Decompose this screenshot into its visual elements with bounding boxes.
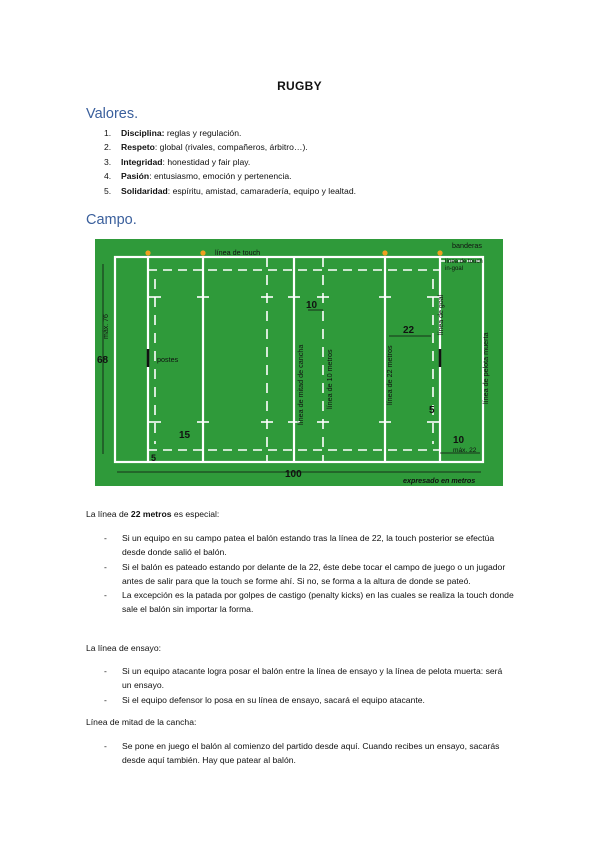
label-touch-ingoal-2: in-goal [445,266,463,272]
label-banderas: banderas [452,241,482,250]
flags [145,250,443,256]
list-item: Si el equipo defensor lo posa en su líne… [104,693,514,708]
label-100: 100 [285,469,302,480]
list-item: La excepción es la patada por golpes de … [104,588,514,617]
values-list: 1.Disciplina: reglas y regulación. 2.Res… [104,126,356,198]
field-heading: Campo. [86,212,137,228]
section-mitad-intro: Línea de mitad de la cancha: [86,717,197,727]
label-max22: máx. 22 [453,447,477,454]
label-linea-pelota: línea de pelota muerta [481,332,490,404]
label-68: 68 [97,355,109,366]
label-5-right: 5 [429,405,435,416]
section-ensayo-list: Si un equipo atacante logra posar el bal… [104,664,514,707]
label-touch-ingoal-1: línea de touch [445,259,483,265]
label-22: 22 [403,325,415,336]
list-item: Si un equipo atacante logra posar el bal… [104,664,514,693]
section-mitad-list: Se pone en juego el balón al comienzo de… [104,739,514,768]
label-5-left: 5 [151,453,156,463]
page-title: RUGBY [277,79,322,93]
label-linea-touch: línea de touch [215,248,260,257]
list-item: Si un equipo en su campo patea el balón … [104,531,514,560]
list-item: 3.Integridad: honestidad y fair play. [104,156,251,167]
list-item: 5.Solidaridad: espíritu, amistad, camara… [104,185,357,196]
grass [95,239,503,486]
list-item: 1.Disciplina: reglas y regulación. [104,128,242,138]
label-linea-goal: línea de goal [438,294,445,335]
values-heading: Valores. [86,106,139,122]
label-linea-mitad: línea de mitad de cancha [296,345,305,425]
label-10-bottom: 10 [453,435,465,446]
list-item: Se pone en juego el balón al comienzo de… [104,739,514,768]
label-linea-22: línea de 22 metros [385,345,394,405]
list-item: Si el balón es pateado estando por delan… [104,560,514,589]
label-linea-10: línea de 10 metros [325,349,334,409]
label-expresado: expresado en metros [403,476,475,485]
label-postes: postes [157,355,179,364]
section-ensayo-intro: La línea de ensayo: [86,643,162,653]
fifteen-metre-marks [148,296,440,423]
label-max76: máx. 76 [103,314,110,339]
label-10-top: 10 [306,300,318,311]
list-item: 4.Pasión: entusiasmo, emoción y pertenen… [104,171,292,182]
dead-ball-boundary [113,255,485,464]
rugby-field-svg: línea de touch banderas línea de touch i… [95,239,503,486]
rugby-field-diagram: línea de touch banderas línea de touch i… [95,239,503,486]
section-22-list: Si un equipo en su campo patea el balón … [104,531,514,617]
section-22-intro: La línea de 22 metros es especial: [86,509,220,519]
list-item: 2.Respeto: global (rivales, compañeros, … [104,142,308,153]
label-15: 15 [179,430,191,441]
